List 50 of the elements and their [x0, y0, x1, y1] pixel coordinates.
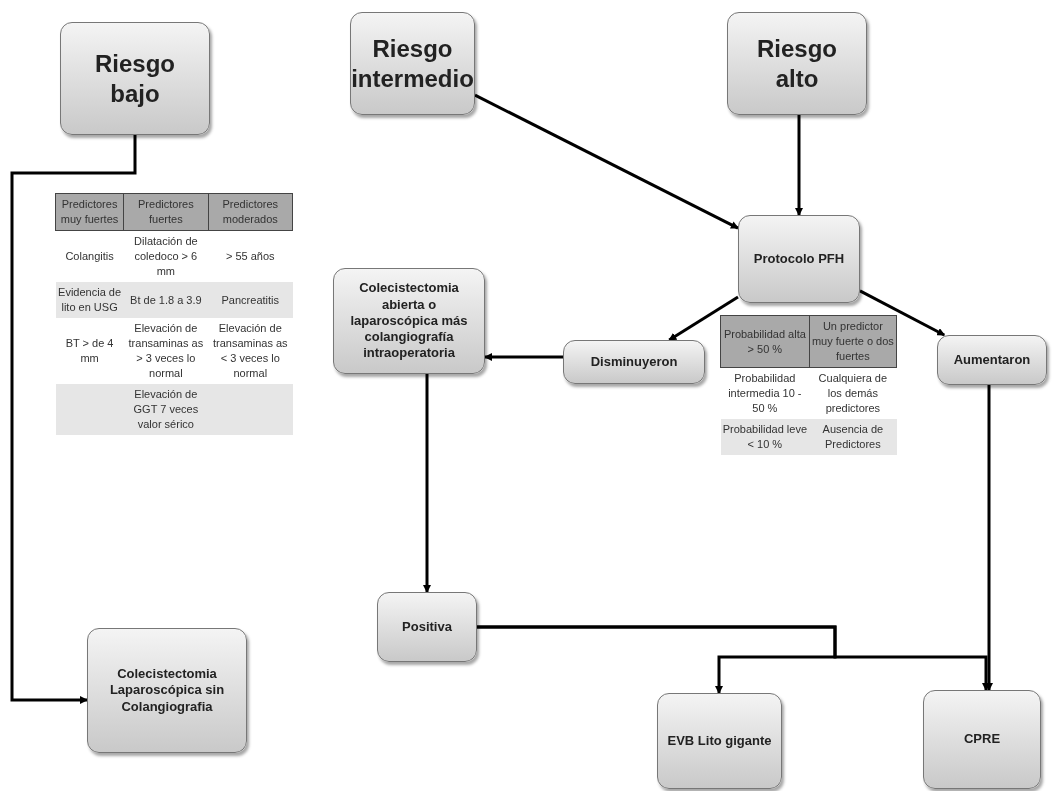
node-label: Riesgo intermedio: [351, 33, 474, 94]
arrow: [985, 385, 993, 691]
table-cell: Elevación de transaminas as < 3 veces lo normal: [208, 318, 293, 384]
table-cell: Probabilidad leve < 10 %: [720, 419, 810, 455]
table-cell: Elevación de transaminas as > 3 veces lo normal: [123, 318, 209, 384]
arrow: [859, 289, 946, 337]
table-cell: Dilatación de coledoco > 6 mm: [123, 230, 209, 282]
table-header-cell: Predictores fuertes: [123, 193, 209, 231]
process-box: [923, 690, 1041, 789]
arrow: [10, 135, 137, 704]
process-box: [657, 693, 782, 789]
process-box: [727, 12, 867, 115]
node-label: Riesgo alto: [756, 33, 838, 94]
node-label: Colecistectomia abierta o laparoscópica más colangiografía intraoperatoria: [349, 280, 469, 362]
process-box: [60, 22, 210, 135]
arrow: [668, 295, 739, 342]
node-label: Disminuyeron: [590, 353, 678, 371]
process-box: [563, 340, 705, 384]
process-box: [333, 268, 485, 374]
node-label: Riesgo bajo: [94, 48, 176, 109]
process-box: [87, 628, 247, 753]
node-label: Positiva: [402, 618, 452, 636]
arrow: [474, 93, 739, 230]
table-cell: BT > de 4 mm: [55, 318, 124, 384]
table-cell: Cualquiera de los demás predictores: [809, 367, 897, 419]
arrow: [795, 115, 803, 216]
process-box: [738, 215, 860, 303]
table-header-cell: Predictores moderados: [208, 193, 293, 231]
arrow: [477, 625, 990, 691]
table-cell: Probabilidad intermedia 10 - 50 %: [720, 367, 810, 419]
node-label: EVB Lito gigante: [667, 732, 772, 750]
arrow: [423, 374, 431, 593]
arrow: [484, 353, 563, 361]
table-cell: Evidencia de lito en USG: [55, 282, 124, 318]
process-box: [350, 12, 475, 115]
process-box: [377, 592, 477, 662]
table-cell: Pancreatitis: [208, 282, 293, 318]
node-label: Protocolo PFH: [753, 250, 845, 268]
table-header-cell: Un predictor muy fuerte o dos fuertes: [809, 315, 897, 368]
node-label: Colecistectomia Laparoscópica sin Colangiografia: [108, 666, 226, 715]
table-cell: Bt de 1.8 a 3.9: [123, 282, 209, 318]
node-label: Aumentaron: [953, 351, 1031, 369]
table-header-cell: Predictores muy fuertes: [55, 193, 124, 231]
table-cell: Colangitis: [55, 230, 124, 282]
node-label: CPRE: [963, 731, 1001, 748]
table-cell: > 55 años: [208, 230, 293, 282]
table-cell: Elevación de GGT 7 veces valor sérico: [123, 384, 209, 435]
process-box: [937, 335, 1047, 385]
table-header-cell: Probabilidad alta > 50 %: [720, 315, 810, 368]
table-cell: Ausencia de Predictores: [809, 419, 897, 455]
